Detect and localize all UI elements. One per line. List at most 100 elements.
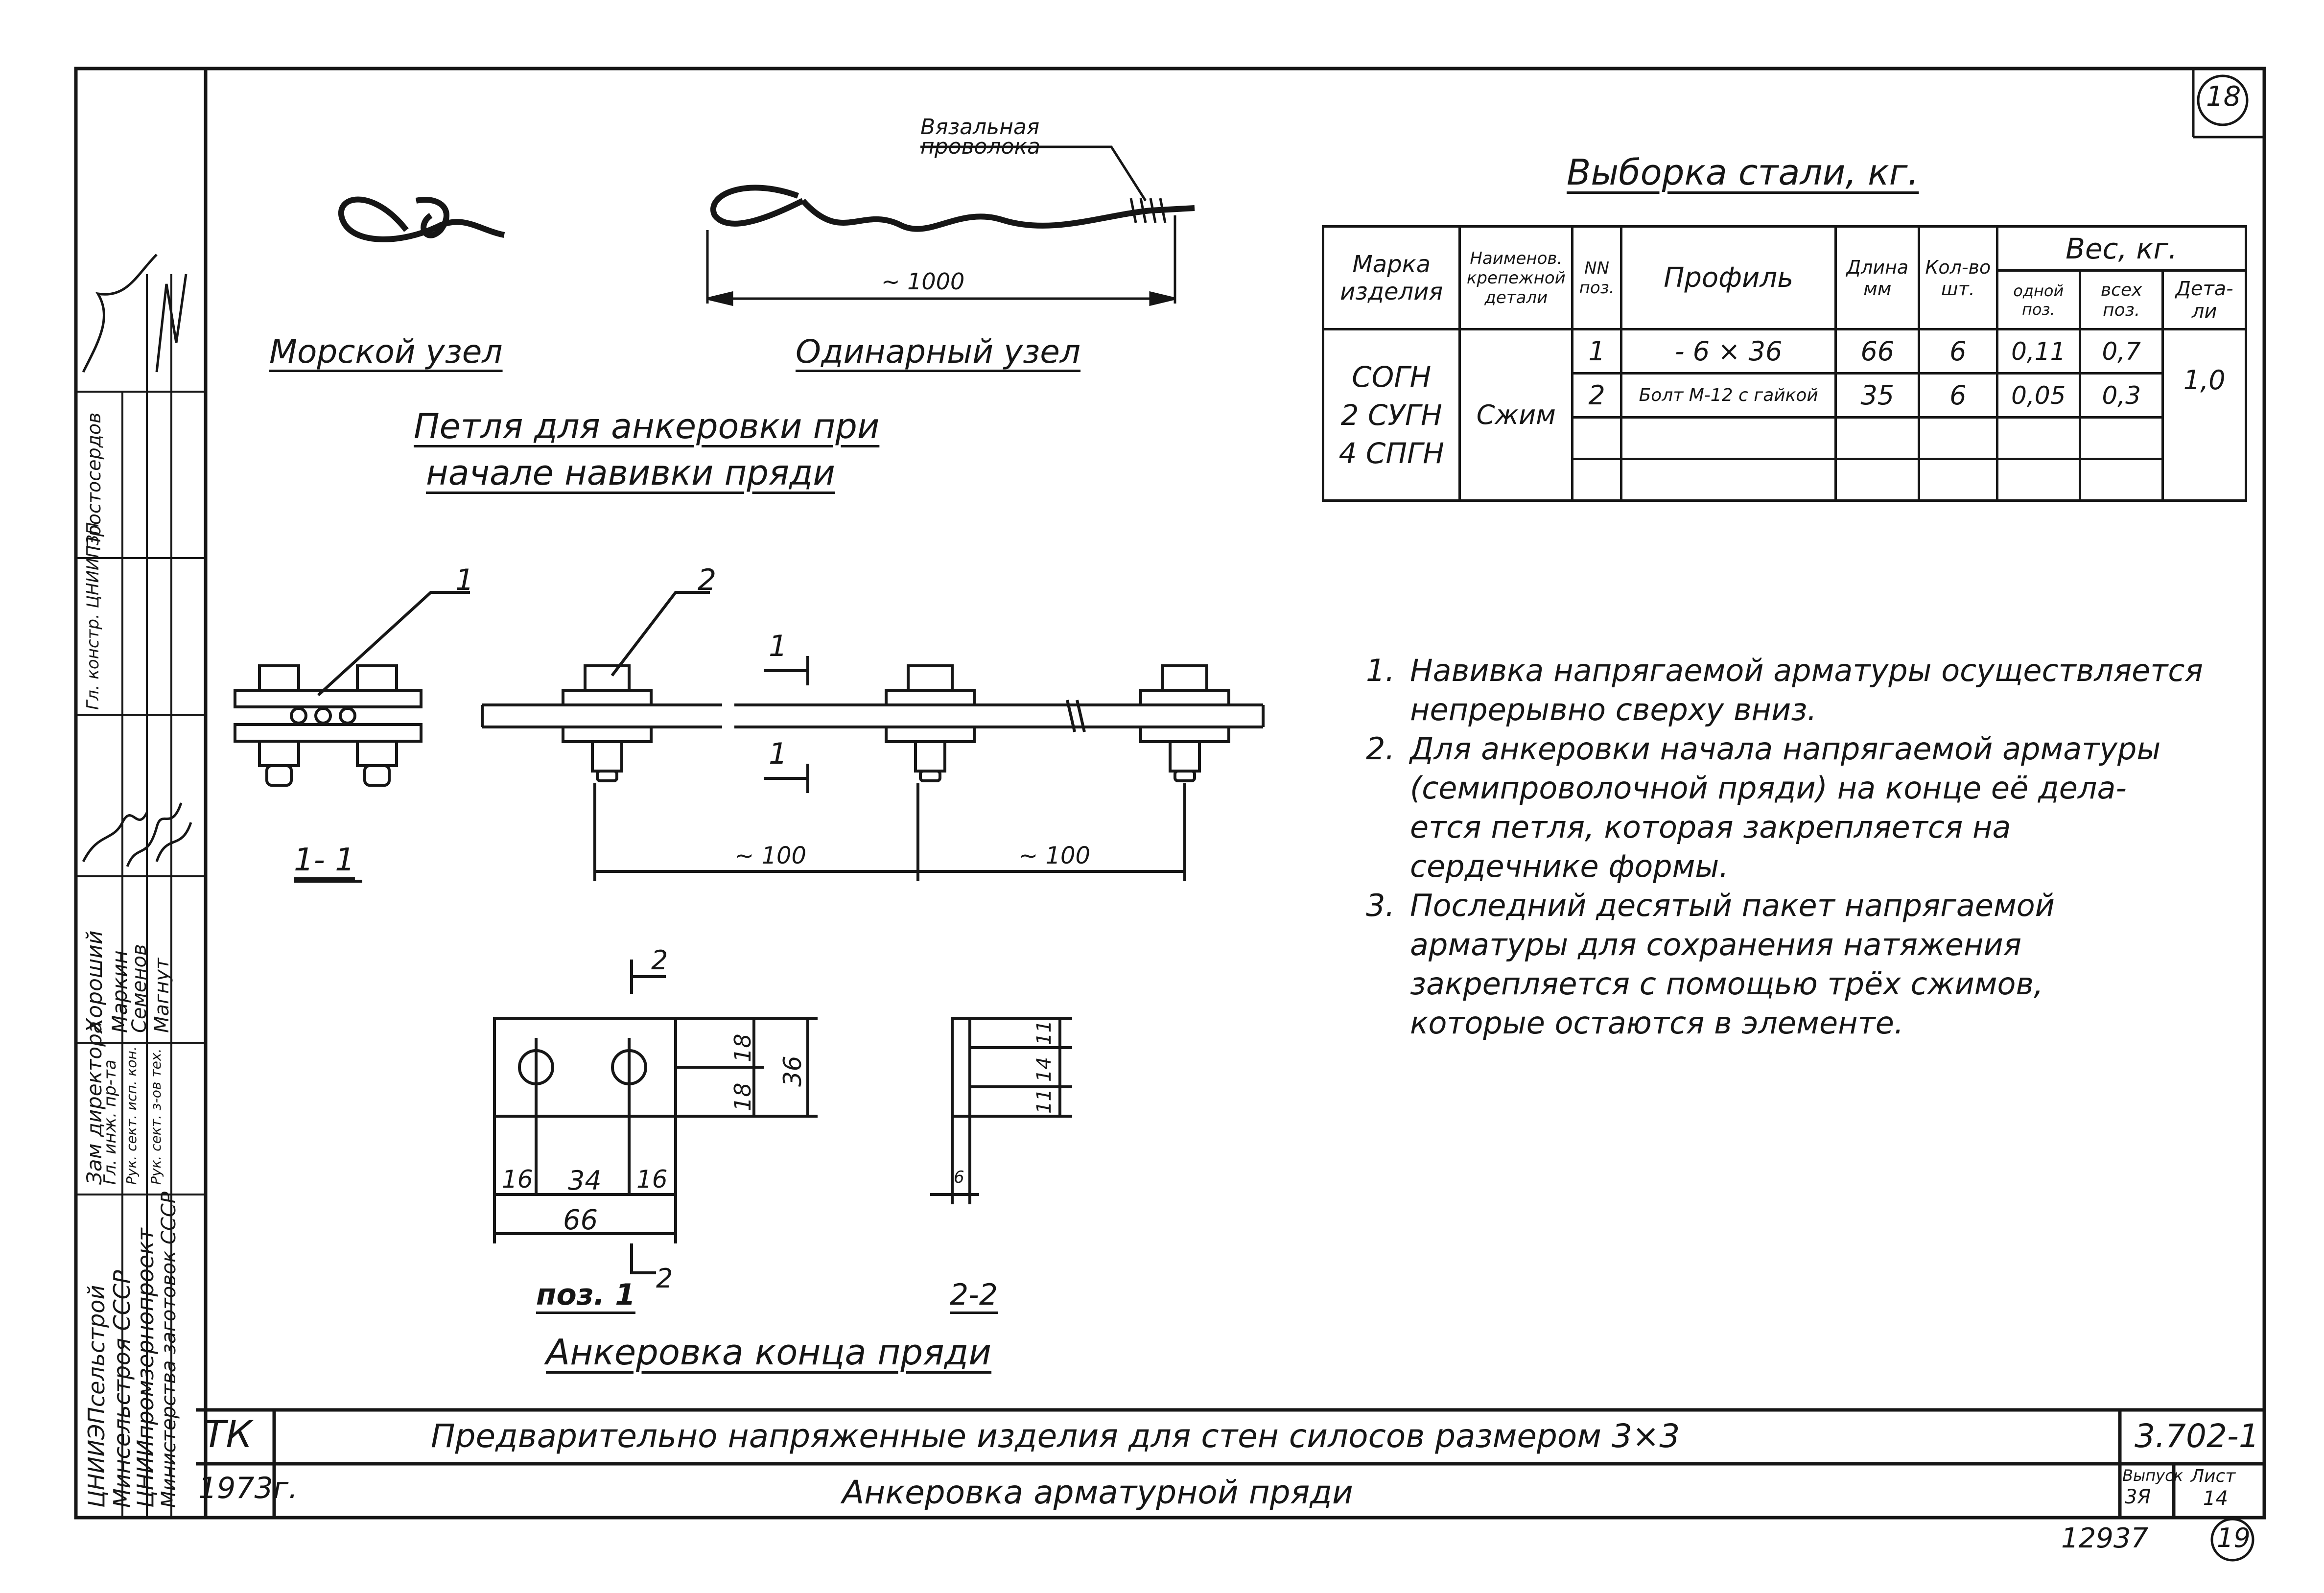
note-line: арматуры для сохранения натяжения [1410, 927, 2022, 962]
row1-pos: 1 [1571, 328, 1622, 375]
header-profile: Профиль [1620, 225, 1837, 330]
plate22-dim-s2: 14 [1033, 1057, 1056, 1082]
sheet-number-top: 18 [2206, 81, 2241, 113]
empty-cell [1918, 416, 1998, 460]
header-name: Наименов. крепежной детали [1458, 225, 1574, 330]
plate-section-mark-bottom: 2 [656, 1263, 673, 1294]
plate22-dim-s1: 11 [1033, 1020, 1056, 1045]
note-3: 3. Последний десятый пакет напрягаемой а… [1366, 886, 2237, 1043]
archive-number: 12937 [2061, 1523, 2149, 1554]
plate22-dim-s3: 11 [1033, 1089, 1056, 1114]
title-block-code: ТК [203, 1412, 253, 1456]
length-1000-label: ~ 1000 [881, 268, 965, 295]
header-weight: Вес, кг. [1995, 225, 2248, 272]
sea-knot-tie [415, 197, 449, 238]
header-mark: Марка изделия [1321, 225, 1461, 330]
empty-cell [1571, 416, 1622, 460]
title-block-main-title: Предварительно напряженные изделия для с… [431, 1417, 1680, 1455]
section-2-2-label: 2-2 [950, 1278, 998, 1312]
loop-title-line1: Петля для анкеровки при [414, 406, 880, 446]
empty-cell [1571, 458, 1622, 502]
title-block-sub-title: Анкеровка арматурной пряди [842, 1474, 1353, 1511]
empty-cell [1995, 416, 2082, 460]
note-line: которые остаются в элементе. [1410, 1005, 1904, 1041]
note-line: Для анкеровки начала напрягаемой арматур… [1410, 731, 2161, 767]
header-qty: Кол-во шт. [1918, 225, 1998, 330]
steel-table: Марка изделия Наименов. крепежной детали… [1321, 225, 2248, 502]
steel-table-title: Выборка стали, кг. [1567, 152, 1919, 193]
detail-name: Сжим [1458, 328, 1574, 502]
header-length: Длина мм [1834, 225, 1921, 330]
row1-profile: - 6 × 36 [1620, 328, 1837, 375]
header-pos: NN поз. [1571, 225, 1622, 330]
plate-dim-w2: 34 [568, 1165, 602, 1196]
empty-cell [1834, 416, 1921, 460]
mark-2: 2 СУГН [1340, 398, 1442, 432]
plate-section-mark-top: 2 [651, 945, 668, 976]
note-number: 3. [1366, 888, 1395, 923]
empty-cell [1995, 458, 2082, 502]
plate-dim-total-w: 66 [563, 1204, 598, 1236]
binding-wire-line2: проволока [920, 134, 1041, 159]
plate-dim-h2: 18 [729, 1082, 756, 1111]
note-line: (семипроволочной пряди) на конце её дела… [1410, 770, 2127, 806]
loop-title-line2: начале навивки пряди [426, 453, 835, 493]
sheet-number-bottom: 19 [2217, 1523, 2251, 1553]
note-line: сердечнике формы. [1410, 848, 1729, 884]
note-line: Навивка напрягаемой арматуры осуществляе… [1410, 653, 2203, 688]
header-all: всех поз. [2079, 269, 2164, 330]
row1-all: 0,7 [2079, 328, 2164, 375]
note-line: Последний десятый пакет напрягаемой [1410, 888, 2055, 923]
row2-qty: 6 [1918, 372, 1998, 419]
row1-length: 66 [1834, 328, 1921, 375]
empty-cell [2079, 458, 2164, 502]
plate-dim-w1: 16 [502, 1165, 533, 1194]
dim-100-a: ~ 100 [734, 842, 807, 869]
mark-3: 4 СПГН [1338, 436, 1444, 470]
header-part: Дета-ли [2161, 269, 2247, 330]
sea-knot-loop [338, 196, 505, 242]
anchor-title: Анкеровка конца пряди [546, 1332, 992, 1373]
note-number: 1. [1366, 653, 1395, 688]
empty-cell [1620, 416, 1837, 460]
part-total: 1,0 [2161, 328, 2247, 502]
note-line: ется петля, которая закрепляется на [1410, 809, 2011, 845]
mark-1: СОГН [1352, 360, 1432, 394]
sheet-value: 14 [2203, 1487, 2228, 1510]
row2-all: 0,3 [2079, 372, 2164, 419]
row2-one: 0,05 [1995, 372, 2082, 419]
section-mark-bottom: 1 [769, 737, 788, 771]
empty-cell [1918, 458, 1998, 502]
issue-label: Выпуск [2122, 1466, 2183, 1485]
section-mark-top: 1 [769, 629, 788, 663]
note-2: 2. Для анкеровки начала напрягаемой арма… [1366, 729, 2237, 886]
dim-100-b: ~ 100 [1018, 842, 1091, 869]
single-knot-label: Одинарный узел [796, 333, 1081, 371]
title-block-doc-number: 3.702-1 [2135, 1417, 2259, 1455]
pos1-label: поз. 1 [536, 1278, 635, 1312]
section-1-1-label: 1- 1 [294, 842, 355, 878]
plate-dim-total-h: 36 [778, 1055, 807, 1087]
marks-cell: СОГН 2 СУГН 4 СПГН [1321, 328, 1461, 502]
issue-value: 3Я [2125, 1486, 2151, 1508]
plate-dim-w3: 16 [636, 1165, 668, 1194]
plate22-dim-thickness: 6 [954, 1168, 964, 1187]
empty-cell [1620, 458, 1837, 502]
note-line: непрерывно сверху вниз. [1410, 692, 1817, 727]
sea-knot-label: Морской узел [269, 333, 503, 371]
empty-cell [2079, 416, 2164, 460]
callout-1: 1 [455, 563, 474, 597]
row1-qty: 6 [1918, 328, 1998, 375]
note-number: 2. [1366, 731, 1395, 767]
plate-dim-h1: 18 [729, 1033, 756, 1062]
notes: 1. Навивка напрягаемой арматуры осуществ… [1366, 651, 2237, 1043]
empty-cell [1834, 458, 1921, 502]
row2-pos: 2 [1571, 372, 1622, 419]
sheet-label: Лист [2191, 1466, 2236, 1486]
single-knot-strand [800, 199, 1195, 232]
note-line: закрепляется с помощью трёх сжимов, [1410, 966, 2043, 1002]
single-knot-loop [710, 185, 804, 227]
row1-one: 0,11 [1995, 328, 2082, 375]
